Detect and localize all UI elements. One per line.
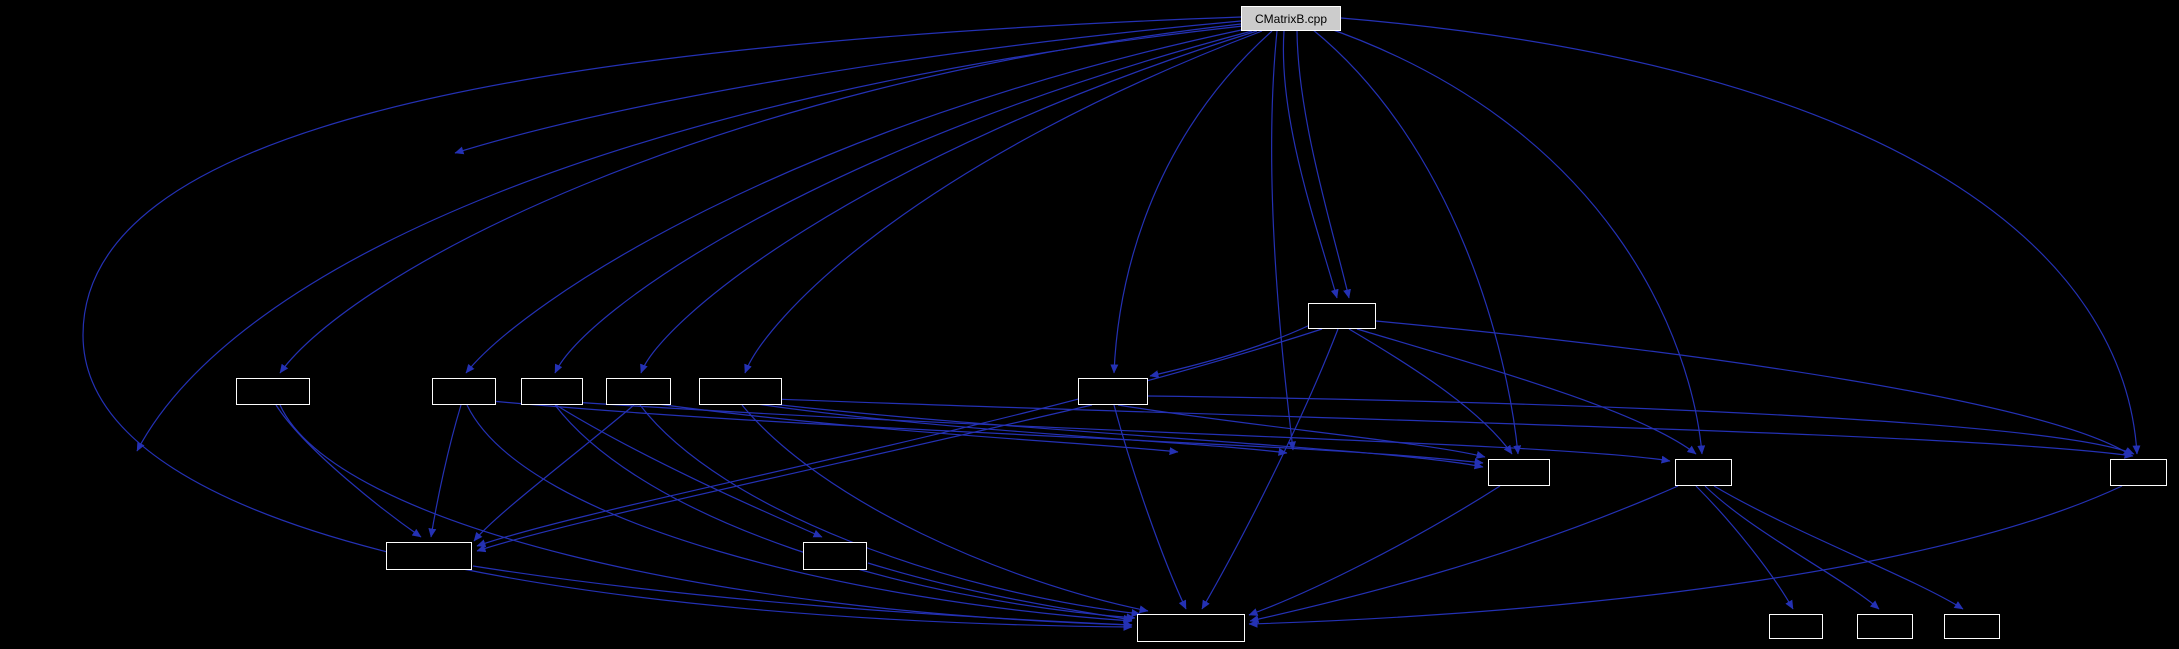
- dependency-edge: [1113, 404, 1187, 610]
- dependency-edge: [1340, 17, 2141, 455]
- dependency-edge: [741, 404, 1149, 614]
- graph-node-dep-1[interactable]: [1308, 303, 1376, 329]
- graph-node-dep-4[interactable]: [521, 378, 583, 405]
- dependency-edge: [279, 23, 1242, 374]
- dependency-edge: [1296, 30, 1351, 299]
- dependency-edge: [472, 565, 1133, 629]
- dependency-edge: [1311, 28, 1522, 455]
- dependency-edge: [747, 397, 2134, 459]
- graph-node-dep-11[interactable]: [386, 542, 472, 570]
- graph-node-dep-15[interactable]: [1857, 614, 1913, 639]
- dependency-edge: [639, 404, 1141, 617]
- dependency-edge: [82, 16, 1242, 631]
- graph-node-dep-8[interactable]: [1488, 459, 1550, 486]
- graph-node-dep-2[interactable]: [236, 378, 310, 405]
- edge-group: [82, 16, 2141, 631]
- dependency-edge: [1348, 328, 1513, 455]
- graph-node-dep-9[interactable]: [1675, 459, 1732, 486]
- dependency-edge: [555, 404, 823, 538]
- dependency-edge: [642, 401, 1179, 456]
- dependency-edge: [476, 404, 1093, 553]
- dependency-edge: [1147, 395, 2135, 455]
- graph-node-dep-6[interactable]: [699, 378, 782, 405]
- dependency-edge: [744, 30, 1263, 374]
- dependency-edge: [428, 404, 462, 538]
- dependency-edge: [1356, 328, 1697, 455]
- dependency-edge: [1321, 25, 1706, 455]
- dependency-edge: [1695, 485, 1794, 610]
- dependency-edge: [1248, 485, 1501, 616]
- dependency-edge: [136, 25, 1244, 452]
- dependency-edge: [473, 404, 635, 542]
- dependency-edge: [476, 328, 1323, 548]
- dependency-edge: [554, 30, 1253, 374]
- dependency-edge: [640, 30, 1258, 374]
- dependency-edge: [1249, 485, 1679, 624]
- graph-node-dep-7[interactable]: [1078, 378, 1148, 405]
- dependency-edge: [1375, 320, 2133, 457]
- graph-node-dep-14[interactable]: [1769, 614, 1823, 639]
- dependency-edge: [275, 404, 422, 538]
- dependency-edge: [1117, 404, 1486, 459]
- graph-node-dep-3[interactable]: [432, 378, 496, 405]
- dependency-edge: [1704, 485, 1880, 610]
- dependency-edge: [749, 402, 1288, 456]
- dependency-edge: [867, 562, 1133, 623]
- dependency-edge: [557, 400, 1671, 464]
- dependency-edge: [1282, 30, 1339, 299]
- graph-node-dep-16[interactable]: [1944, 614, 2000, 639]
- dependency-edge: [454, 20, 1242, 155]
- dependency-edge: [1110, 30, 1273, 374]
- dependency-edge: [1201, 328, 1339, 610]
- graph-node-dep-5[interactable]: [606, 378, 671, 405]
- graph-node-dep-10[interactable]: [2110, 459, 2167, 486]
- graph-node-cmatrixb-cpp[interactable]: CMatrixB.cpp: [1241, 6, 1341, 31]
- dependency-edge: [466, 404, 1133, 625]
- dependency-edge: [1248, 485, 2123, 628]
- dependency-edge: [1271, 30, 1296, 451]
- graph-node-dep-12[interactable]: [803, 542, 867, 570]
- dependency-edge: [745, 400, 1484, 470]
- dependency-edge: [1149, 324, 1311, 379]
- dependency-edge: [279, 404, 1133, 629]
- graph-node-dep-13[interactable]: [1137, 614, 1245, 642]
- dependency-edge: [465, 28, 1247, 374]
- dependency-edge: [1713, 485, 1964, 610]
- dependency-edge: [554, 404, 1136, 622]
